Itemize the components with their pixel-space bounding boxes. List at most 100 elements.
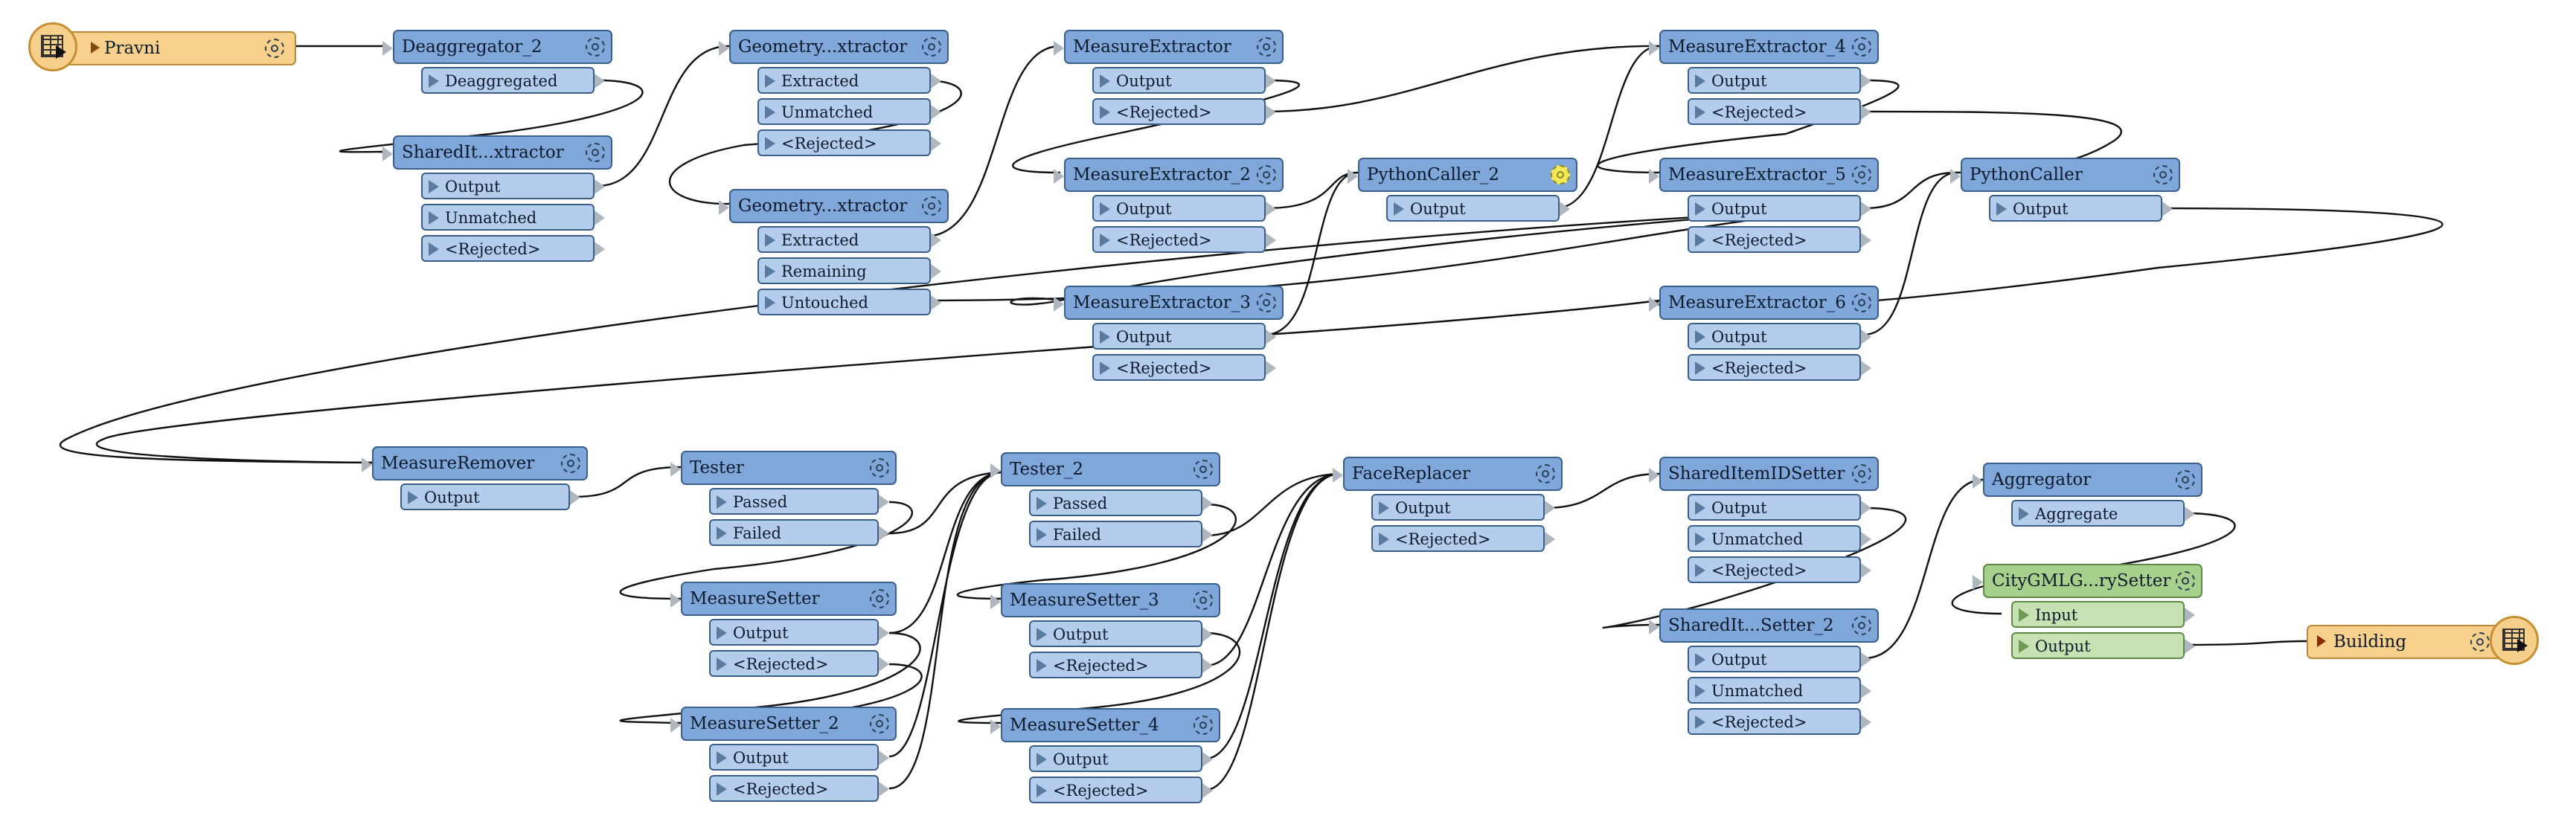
connector-arrow-icon[interactable] — [1266, 105, 1276, 120]
transformer-header[interactable]: MeasureSetter — [670, 582, 897, 616]
output-port[interactable]: Output — [1688, 67, 1871, 94]
transformer-header[interactable]: MeasureRemover — [362, 446, 588, 480]
output-port[interactable]: Passed — [709, 488, 889, 515]
port-expand-icon[interactable] — [1695, 74, 1705, 88]
transformer-header[interactable]: MeasureSetter_3 — [990, 583, 1220, 617]
input-port-arrow-icon[interactable] — [990, 463, 1001, 478]
output-port[interactable]: <Rejected> — [1029, 652, 1213, 678]
gear-icon[interactable] — [870, 714, 889, 733]
input-port-arrow-icon[interactable] — [362, 457, 372, 472]
port-expand-icon[interactable] — [765, 74, 775, 88]
gear-icon[interactable] — [870, 589, 889, 608]
transformer-header[interactable]: MeasureExtractor_2 — [1054, 158, 1284, 192]
gear-icon[interactable] — [922, 196, 941, 216]
gear-icon[interactable] — [586, 37, 605, 57]
port-expand-icon[interactable] — [717, 751, 727, 765]
output-port[interactable]: Output — [1386, 195, 1570, 222]
connector-arrow-icon[interactable] — [1861, 563, 1871, 578]
output-port[interactable]: Output — [1029, 620, 1213, 647]
connector-arrow-icon[interactable] — [931, 136, 941, 151]
input-port-arrow-icon[interactable] — [670, 718, 681, 733]
transformer-header[interactable]: SharedIt...xtractor — [382, 135, 612, 170]
output-port[interactable]: <Rejected> — [1688, 708, 1871, 735]
port-expand-icon[interactable] — [1695, 564, 1705, 577]
port-expand-icon[interactable] — [1695, 684, 1705, 698]
connector-arrow-icon[interactable] — [879, 626, 889, 640]
transformer-header[interactable]: Geometry...xtractor — [719, 189, 949, 223]
connector-arrow-icon[interactable] — [1202, 627, 1213, 642]
transformer-header[interactable]: MeasureExtractor_4 — [1649, 30, 1879, 64]
transformer-header[interactable]: MeasureExtractor_6 — [1649, 286, 1879, 320]
output-port[interactable]: Failed — [709, 519, 889, 546]
connector-arrow-icon[interactable] — [879, 526, 889, 541]
transformer-header[interactable]: Tester_2 — [990, 452, 1220, 486]
port-expand-icon[interactable] — [1695, 234, 1705, 247]
port-expand-icon[interactable] — [717, 626, 727, 640]
port-expand-icon[interactable] — [1695, 202, 1705, 216]
output-port[interactable]: <Rejected> — [1092, 98, 1276, 125]
transformer-header[interactable]: FaceReplacer — [1333, 457, 1563, 491]
port-expand-icon[interactable] — [1037, 528, 1047, 541]
connector-arrow-icon[interactable] — [1861, 532, 1871, 547]
output-port[interactable]: Output — [400, 483, 580, 510]
input-port-arrow-icon[interactable] — [670, 593, 681, 608]
output-port[interactable]: Output — [1989, 195, 2173, 222]
output-port[interactable]: Failed — [1029, 521, 1213, 547]
input-port-arrow-icon[interactable] — [719, 200, 729, 215]
gear-icon[interactable] — [1194, 591, 1213, 610]
gear-icon[interactable] — [1257, 165, 1276, 184]
connector-arrow-icon[interactable] — [1202, 752, 1213, 767]
connector-arrow-icon[interactable] — [2185, 507, 2195, 521]
gear-icon[interactable] — [1852, 464, 1871, 483]
gear-icon[interactable] — [870, 458, 889, 478]
transformer-header[interactable]: MeasureSetter_4 — [990, 708, 1220, 742]
connector-arrow-icon[interactable] — [931, 233, 941, 248]
port-expand-icon[interactable] — [765, 137, 775, 150]
port-expand-icon[interactable] — [1100, 74, 1110, 88]
input-port-arrow-icon[interactable] — [1348, 169, 1358, 184]
connector-arrow-icon[interactable] — [931, 105, 941, 120]
transformer-header[interactable]: Geometry...xtractor — [719, 30, 949, 64]
transformer-header[interactable]: Deaggregator_2 — [382, 30, 612, 64]
output-port[interactable]: <Rejected> — [709, 775, 889, 802]
gear-icon[interactable] — [1257, 293, 1276, 312]
input-port-arrow-icon[interactable] — [1649, 41, 1659, 56]
gear-icon[interactable] — [1852, 165, 1871, 184]
output-port[interactable]: Unmatched — [1688, 677, 1871, 704]
port-expand-icon[interactable] — [1100, 234, 1110, 247]
gear-icon[interactable] — [2153, 165, 2173, 184]
port-expand-icon[interactable] — [1379, 533, 1389, 546]
transformer-header[interactable]: CityGMLG...rySetter — [1973, 564, 2202, 598]
output-port[interactable]: Passed — [1029, 489, 1213, 516]
connector-arrow-icon[interactable] — [1861, 202, 1871, 216]
connector-arrow-icon[interactable] — [1202, 658, 1213, 673]
connector-arrow-icon[interactable] — [1861, 330, 1871, 344]
connector-arrow-icon[interactable] — [879, 750, 889, 765]
connector-arrow-icon[interactable] — [1266, 233, 1276, 248]
gear-icon[interactable] — [1852, 37, 1871, 57]
input-port-arrow-icon[interactable] — [1973, 575, 1983, 590]
output-port[interactable]: Output — [1688, 494, 1871, 521]
port-expand-icon[interactable] — [1037, 753, 1047, 766]
port-expand-icon[interactable] — [765, 234, 775, 247]
output-port[interactable]: Input — [2011, 601, 2195, 628]
gear-icon[interactable] — [265, 39, 284, 58]
output-port[interactable]: Remaining — [757, 257, 941, 284]
port-expand-icon[interactable] — [1037, 659, 1047, 672]
port-expand-icon[interactable] — [429, 211, 439, 225]
output-port[interactable]: <Rejected> — [1688, 226, 1871, 253]
input-port-arrow-icon[interactable] — [719, 41, 729, 56]
output-port[interactable]: <Rejected> — [1092, 354, 1276, 381]
connector-arrow-icon[interactable] — [1266, 74, 1276, 89]
input-port-arrow-icon[interactable] — [1054, 297, 1064, 312]
port-expand-icon[interactable] — [765, 265, 775, 278]
connector-arrow-icon[interactable] — [1202, 527, 1213, 542]
output-port[interactable]: Output — [1092, 323, 1276, 350]
connector-arrow-icon[interactable] — [595, 242, 605, 257]
output-port[interactable]: Output — [709, 744, 889, 771]
input-port-arrow-icon[interactable] — [1054, 169, 1064, 184]
transformer-header[interactable]: MeasureSetter_2 — [670, 707, 897, 741]
output-port[interactable]: Output — [1688, 323, 1871, 350]
port-expand-icon[interactable] — [1100, 361, 1110, 375]
port-expand-icon[interactable] — [1037, 784, 1047, 797]
